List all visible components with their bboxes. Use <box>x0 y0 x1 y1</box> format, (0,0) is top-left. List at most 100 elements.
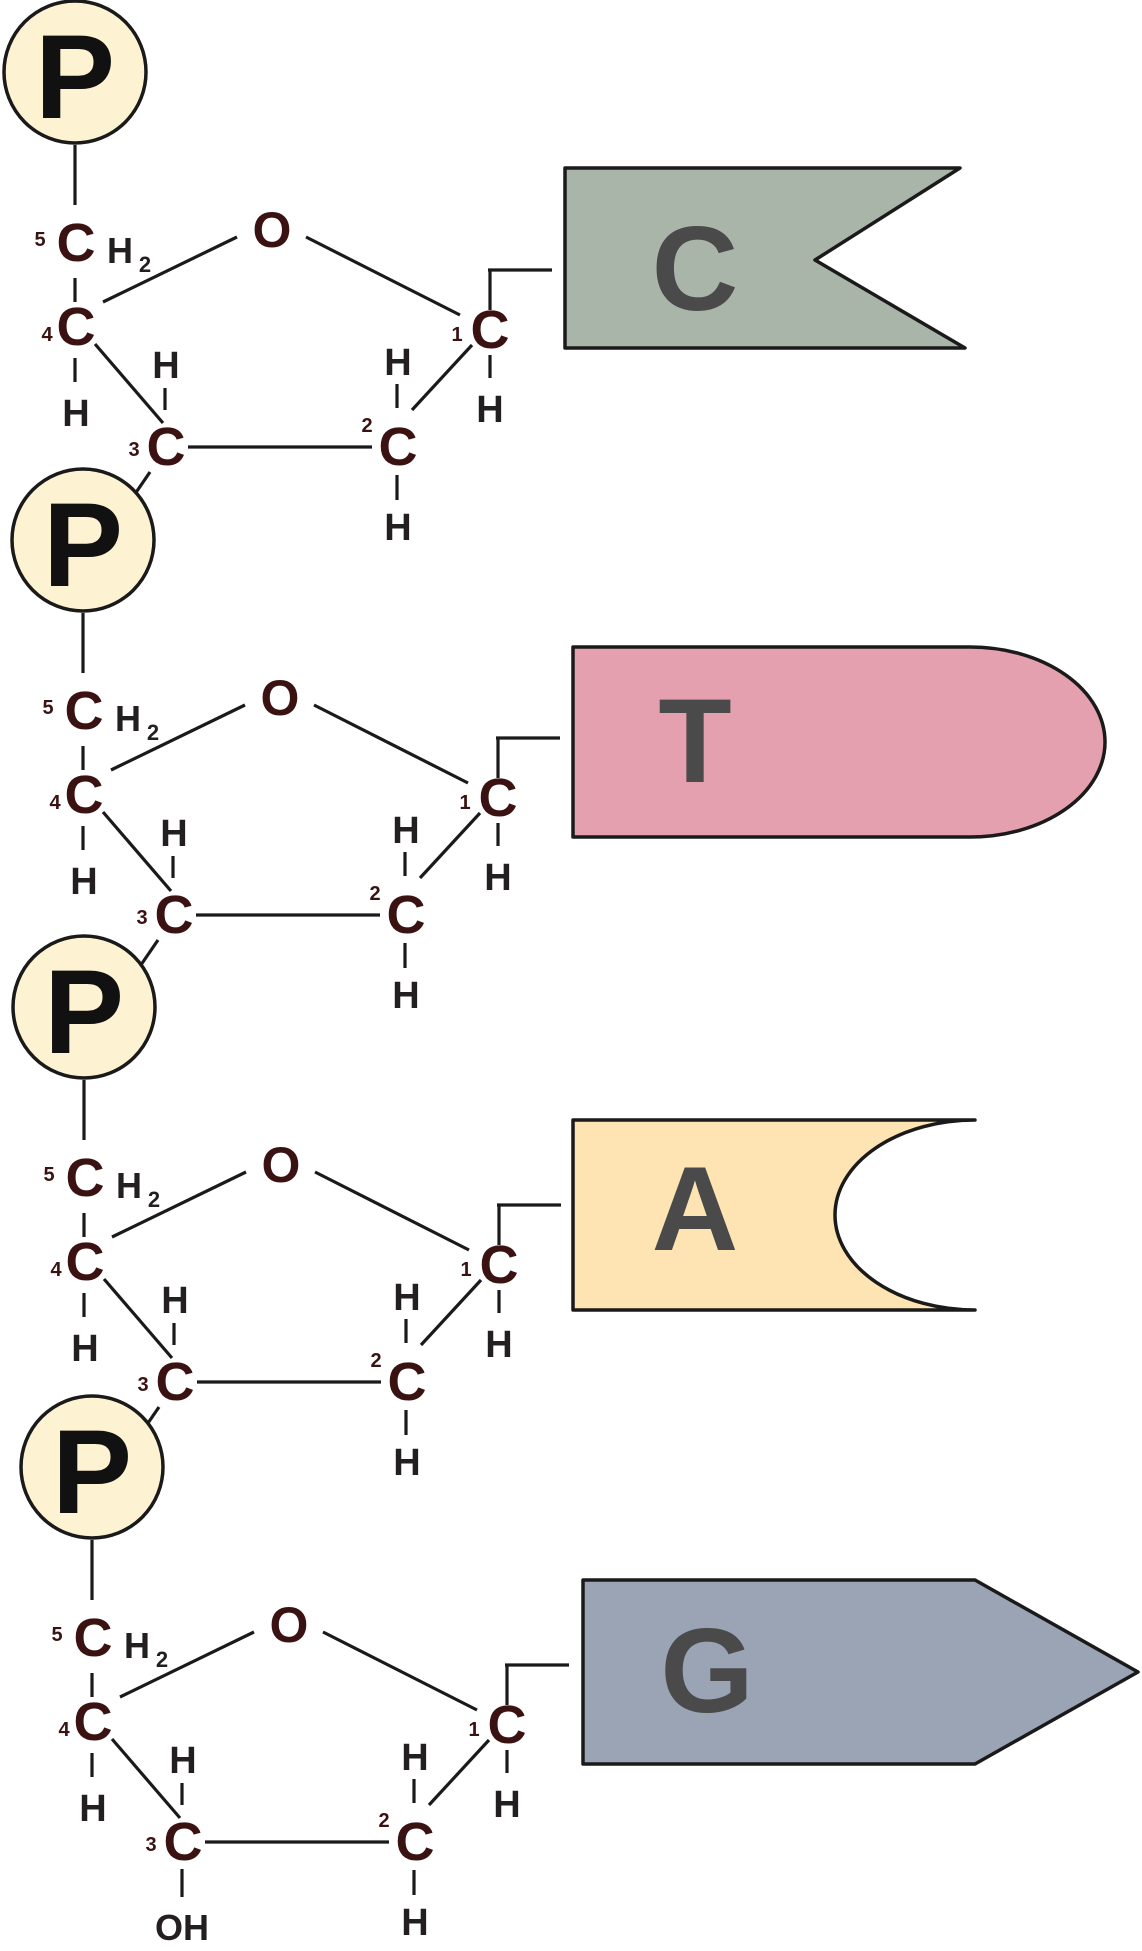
carbon-3: C <box>156 1352 195 1412</box>
phosphate-circle <box>19 1394 165 1540</box>
ring-oxygen: O <box>253 202 292 258</box>
base-block <box>571 1118 977 1312</box>
phosphate-group: P <box>10 467 156 613</box>
carbon-2: C <box>387 885 426 945</box>
base-letter: T <box>658 674 731 808</box>
position-4: 4 <box>50 1259 62 1281</box>
carbon-4: C <box>57 297 96 357</box>
c5-h2-h: H <box>124 1625 150 1666</box>
base-block <box>563 166 967 350</box>
carbon-1: C <box>471 300 510 360</box>
position-2: 2 <box>361 415 372 437</box>
base-block <box>581 1578 1140 1766</box>
carbon-4: C <box>74 1692 113 1752</box>
bond-c2-c1 <box>410 343 474 412</box>
ring-oxygen: O <box>270 1597 309 1653</box>
base-T: T <box>571 645 1107 839</box>
phosphate-label: P <box>43 478 123 612</box>
bond-c4-c3 <box>93 342 165 425</box>
position-5: 5 <box>51 1624 62 1646</box>
bond-o-c1 <box>305 235 461 317</box>
position-3: 3 <box>137 1374 148 1396</box>
c4-hydrogen: H <box>62 393 89 435</box>
carbon-4: C <box>66 1232 105 1292</box>
base-letter: G <box>660 1604 753 1738</box>
c5-h2-subscript: 2 <box>139 252 151 277</box>
carbon-2: C <box>379 417 418 477</box>
c5-h2-subscript: 2 <box>147 720 159 745</box>
bond-o-c1 <box>322 1630 478 1712</box>
c2-hydrogen-bottom: H <box>384 507 411 549</box>
carbon-2: C <box>396 1812 435 1872</box>
c3-hydrogen: H <box>161 1280 188 1322</box>
position-2: 2 <box>370 1350 381 1372</box>
bond-o-c1 <box>314 1170 470 1252</box>
base-letter: C <box>652 202 739 336</box>
c5-h2-subscript: 2 <box>148 1187 160 1212</box>
ring-oxygen: O <box>261 670 300 726</box>
c2-hydrogen-bottom: H <box>392 975 419 1017</box>
c2-hydrogen-bottom: H <box>401 1902 428 1944</box>
position-5: 5 <box>42 697 53 719</box>
bond-c2-c1 <box>419 1278 483 1347</box>
base-block <box>571 645 1107 839</box>
carbon-1: C <box>488 1695 527 1755</box>
phosphate-label: P <box>52 1405 132 1539</box>
c2-hydrogen-top: H <box>392 810 419 852</box>
position-2: 2 <box>378 1810 389 1832</box>
base-C: C <box>563 166 967 350</box>
position-4: 4 <box>41 324 53 346</box>
carbon-5: C <box>66 1148 105 1208</box>
c2-hydrogen-top: H <box>393 1277 420 1319</box>
bond-c2-c1 <box>418 811 482 880</box>
bond-c4-o <box>102 235 238 304</box>
carbon-5: C <box>65 681 104 741</box>
ring-oxygen: O <box>262 1137 301 1193</box>
c1-hydrogen: H <box>484 857 511 899</box>
position-1: 1 <box>459 792 470 814</box>
base-G: G <box>581 1578 1140 1766</box>
phosphate-circle <box>2 0 148 145</box>
base-letter: A <box>652 1142 739 1276</box>
position-4: 4 <box>58 1719 70 1741</box>
c3-hydrogen: H <box>169 1740 196 1782</box>
bond-c4-c3 <box>101 810 173 893</box>
c5-h2-h: H <box>115 698 141 739</box>
c2-hydrogen-bottom: H <box>393 1442 420 1484</box>
bond-o-c1 <box>313 703 469 785</box>
carbon-5: C <box>74 1608 113 1668</box>
phosphate-circle <box>11 934 157 1080</box>
position-1: 1 <box>468 1719 479 1741</box>
carbon-3: C <box>155 885 194 945</box>
bond-c4-c3 <box>102 1277 174 1360</box>
position-1: 1 <box>451 324 462 346</box>
c1-hydrogen: H <box>493 1784 520 1826</box>
base-A: A <box>571 1118 977 1312</box>
position-3: 3 <box>136 907 147 929</box>
carbon-3: C <box>164 1812 203 1872</box>
c1-hydrogen: H <box>476 389 503 431</box>
three-prime-oh: OH <box>155 1907 209 1946</box>
c5-h2-subscript: 2 <box>156 1647 168 1672</box>
carbon-4: C <box>65 765 104 825</box>
c4-hydrogen: H <box>70 861 97 903</box>
carbon-3: C <box>147 417 186 477</box>
c5-h2-h: H <box>107 230 133 271</box>
c3-hydrogen: H <box>160 813 187 855</box>
carbon-1: C <box>480 1235 519 1295</box>
c2-hydrogen-top: H <box>384 342 411 384</box>
position-1: 1 <box>460 1259 471 1281</box>
c4-hydrogen: H <box>71 1328 98 1370</box>
bond-c4-o <box>110 703 246 772</box>
phosphate-label: P <box>35 10 115 144</box>
carbon-5: C <box>57 213 96 273</box>
c2-hydrogen-top: H <box>401 1737 428 1779</box>
bond-c4-c3 <box>110 1737 182 1820</box>
bond-c4-o <box>111 1170 247 1239</box>
c3-hydrogen: H <box>152 345 179 387</box>
position-2: 2 <box>369 883 380 905</box>
